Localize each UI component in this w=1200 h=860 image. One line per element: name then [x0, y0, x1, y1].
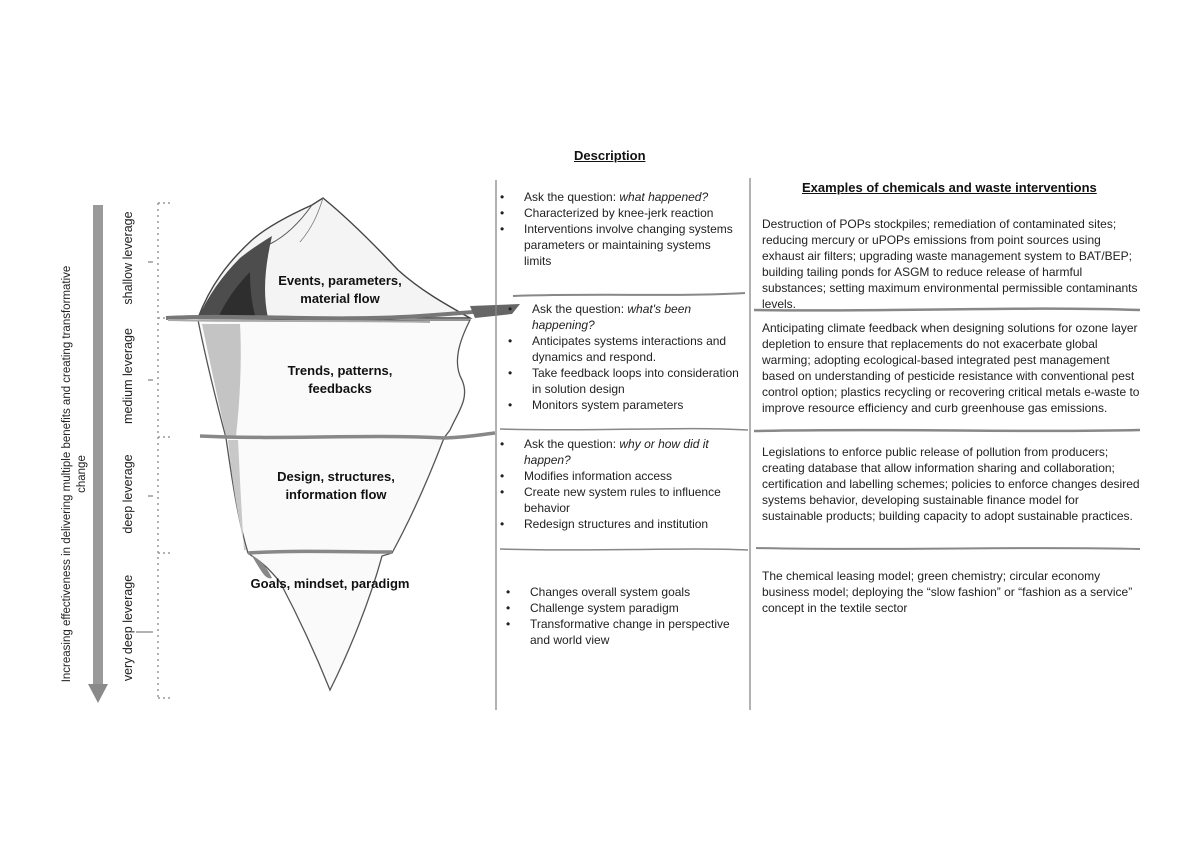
example-shallow: Destruction of POPs stockpiles; remediat…	[762, 217, 1138, 311]
description-question: Ask the question: what happened?	[498, 189, 738, 205]
description-item: Take feedback loops into consideration i…	[506, 365, 746, 397]
layer-label-design: Design, structures, information flow	[277, 469, 395, 502]
effectiveness-arrow	[88, 205, 108, 703]
description-list-medium: Ask the question: what's been happening?…	[506, 301, 746, 413]
iceberg-body	[197, 319, 472, 692]
layer-label-goals: Goals, mindset, paradigm	[250, 576, 410, 591]
description-item: Transformative change in perspective and…	[504, 616, 744, 648]
example-medium: Anticipating climate feedback when desig…	[762, 321, 1140, 415]
description-list-deep: Ask the question: why or how did it happ…	[498, 436, 743, 532]
description-list-shallow: Ask the question: what happened? Charact…	[498, 189, 738, 269]
waterline-3	[247, 549, 393, 555]
description-item: Interventions involve changing systems p…	[498, 221, 738, 269]
description-item: Anticipates systems interactions and dyn…	[506, 333, 746, 365]
waterline-2	[199, 431, 496, 440]
examples-header: Examples of chemicals and waste interven…	[802, 180, 1097, 195]
layer-label-events: Events, parameters, material flow	[278, 273, 402, 306]
iceberg-tip	[196, 197, 473, 319]
description-question: Ask the question: why or how did it happ…	[498, 436, 743, 468]
table-grid	[495, 178, 1141, 710]
layer-label-trends: Trends, patterns, feedbacks	[287, 363, 393, 396]
description-item: Characterized by knee-jerk reaction	[498, 205, 738, 221]
description-header: Description	[574, 148, 646, 163]
example-deep: Legislations to enforce public release o…	[762, 445, 1140, 523]
description-item: Create new system rules to influence beh…	[498, 484, 743, 516]
example-very-deep: The chemical leasing model; green chemis…	[762, 569, 1133, 615]
description-item: Modifies information access	[498, 468, 743, 484]
description-item: Monitors system parameters	[506, 397, 746, 413]
leverage-ruler	[136, 202, 172, 699]
description-item: Changes overall system goals	[504, 584, 744, 600]
description-list-very-deep: Changes overall system goals Challenge s…	[504, 584, 744, 648]
description-question: Ask the question: what's been happening?	[506, 301, 746, 333]
description-item: Challenge system paradigm	[504, 600, 744, 616]
leverage-label-very-deep: very deep leverage	[121, 574, 135, 682]
description-item: Redesign structures and institution	[498, 516, 743, 532]
effectiveness-caption: Increasing effectiveness in delivering m…	[61, 265, 88, 683]
